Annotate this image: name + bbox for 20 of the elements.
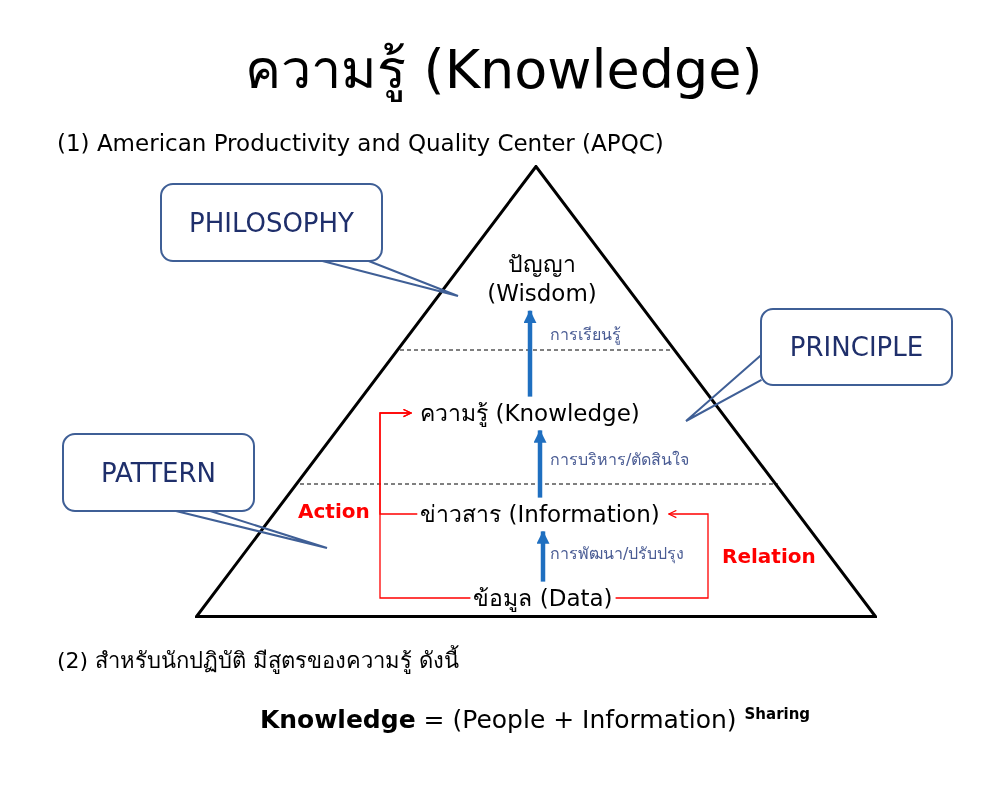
- leader-line: [685, 353, 763, 422]
- level-label: ข้อมูล (Data): [473, 583, 613, 613]
- title: ความรู้ (Knowledge): [244, 38, 764, 103]
- edge-label: การเรียนรู้: [549, 326, 622, 344]
- edge-label: การบริหาร/ตัดสินใจ: [549, 451, 691, 469]
- arrow: [536, 530, 550, 582]
- level-label: ความรู้ (Knowledge): [420, 398, 640, 428]
- callout-box: PHILOSOPHY: [160, 183, 383, 262]
- arrow: [523, 310, 537, 397]
- arrow: [614, 509, 709, 599]
- formula-text: Knowledge = (People + Information) $^{Sharing}$: [259, 705, 811, 735]
- level-label: ข่าวสาร (Information): [420, 499, 660, 529]
- note-text: (1) American Productivity and Quality Center (APQC): [57, 130, 664, 156]
- edge-label: การพัฒนา/ปรับปรุง: [549, 545, 686, 563]
- arrow: [533, 429, 547, 498]
- arrow: [379, 408, 418, 515]
- note-text: (2) สำหรับนักปฏิบัติ มีสูตรของความรู้ ดังนี้: [57, 643, 460, 678]
- level-label: ปัญญา (Wisdom): [479, 250, 605, 308]
- callout-box: PRINCIPLE: [760, 308, 953, 386]
- callout-box: PATTERN: [62, 433, 255, 512]
